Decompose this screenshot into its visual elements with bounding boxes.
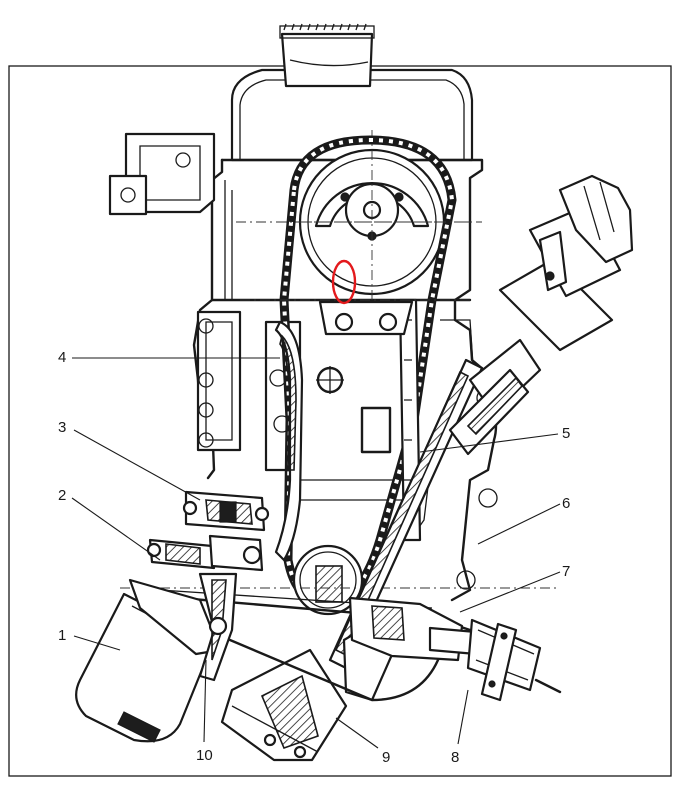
callout-3: 3 bbox=[58, 419, 66, 436]
crankshaft-sprocket bbox=[120, 544, 560, 616]
callout-1: 1 bbox=[58, 627, 66, 644]
callout-2: 2 bbox=[58, 487, 66, 504]
leader-lines bbox=[71, 357, 561, 749]
cam-bracket bbox=[318, 300, 414, 336]
chain-guide bbox=[274, 320, 304, 562]
distributor bbox=[448, 174, 634, 456]
oil-pressure-switch bbox=[146, 534, 264, 572]
callout-9: 9 bbox=[382, 749, 390, 766]
pressure-relief-valve bbox=[182, 490, 270, 532]
valve-cover bbox=[230, 23, 474, 162]
oil-pickup-tube bbox=[198, 572, 238, 682]
callout-8: 8 bbox=[451, 749, 459, 766]
callout-5: 5 bbox=[562, 425, 570, 442]
callout-4: 4 bbox=[58, 349, 66, 366]
auxiliary-shaft bbox=[348, 596, 562, 702]
oil-pump-drive-shaft bbox=[328, 358, 484, 670]
oil-filter bbox=[75, 578, 222, 743]
callout-7: 7 bbox=[562, 563, 570, 580]
callout-10: 10 bbox=[196, 747, 213, 764]
highlight-ellipse bbox=[331, 259, 357, 305]
callout-6: 6 bbox=[562, 495, 570, 512]
oil-filler-neck bbox=[108, 132, 216, 216]
